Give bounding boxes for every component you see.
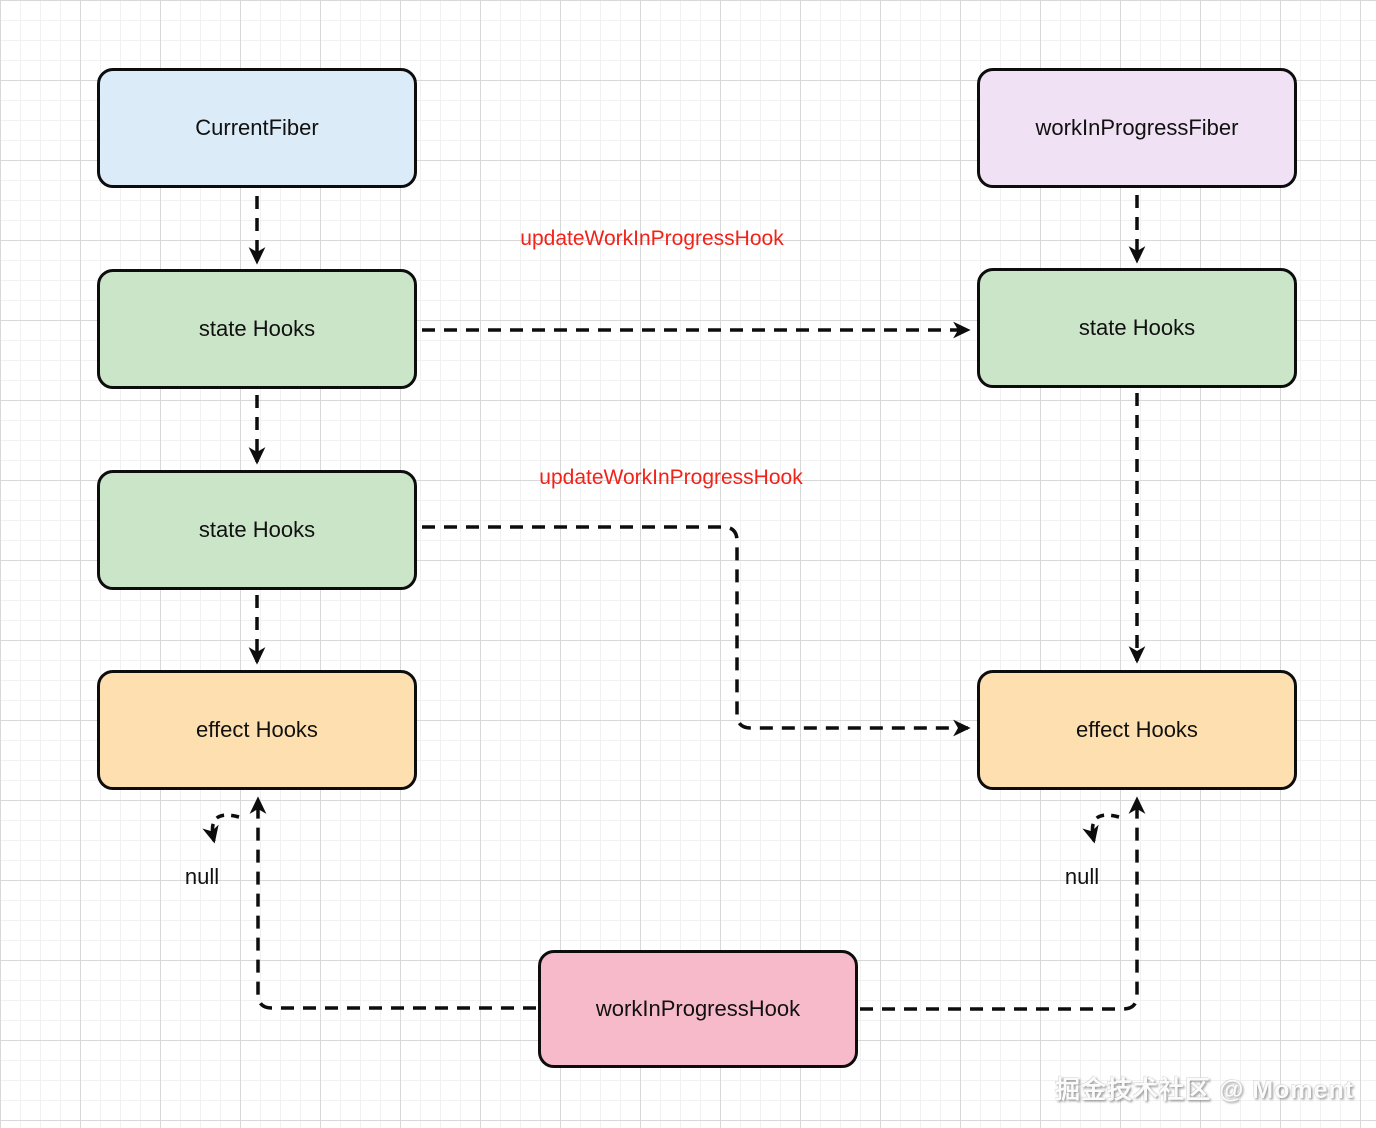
node-effect-hooks-right-label: effect Hooks <box>1076 717 1198 742</box>
node-current-fiber-label: CurrentFiber <box>195 115 319 140</box>
node-current-fiber: CurrentFiber <box>97 68 417 188</box>
watermark-text: 掘金技术社区 @ Moment <box>1055 1076 1355 1104</box>
node-effect-hooks-right: effect Hooks <box>977 670 1297 790</box>
node-work-in-progress-fiber: workInProgressFiber <box>977 68 1297 188</box>
node-state-hooks-left-1-label: state Hooks <box>198 316 316 341</box>
edge-label-update-work-in-progress-hook-1: updateWorkInProgressHook <box>520 227 784 250</box>
arrow-wiphook-to-effecthooks-right <box>860 796 1146 1011</box>
arrow-effecthooks-left-to-null <box>202 813 240 844</box>
node-state-hooks-left-2-label: state Hooks <box>198 517 316 542</box>
node-state-hooks-right-label: state Hooks <box>1078 315 1196 340</box>
node-state-hooks-left-2: state Hooks <box>97 470 417 590</box>
node-effect-hooks-left-label: effect Hooks <box>196 717 318 742</box>
arrow-statehooks2-to-effecthooks-right-elbow <box>422 525 971 737</box>
node-effect-hooks-left: effect Hooks <box>97 670 417 790</box>
edge-label-update-work-in-progress-hook-2: updateWorkInProgressHook <box>539 466 803 489</box>
node-work-in-progress-hook-label: workInProgressHook <box>595 996 801 1021</box>
node-state-hooks-left-1: state Hooks <box>97 269 417 389</box>
node-work-in-progress-hook: workInProgressHook <box>538 950 858 1068</box>
node-work-in-progress-fiber-label: workInProgressFiber <box>1035 115 1239 140</box>
null-label-right: null <box>1064 864 1100 889</box>
node-state-hooks-right: state Hooks <box>977 268 1297 388</box>
null-label-left: null <box>184 864 220 889</box>
arrow-effecthooks-right-to-null <box>1082 813 1120 844</box>
arrow-wiphook-to-effecthooks-left <box>249 796 536 1010</box>
